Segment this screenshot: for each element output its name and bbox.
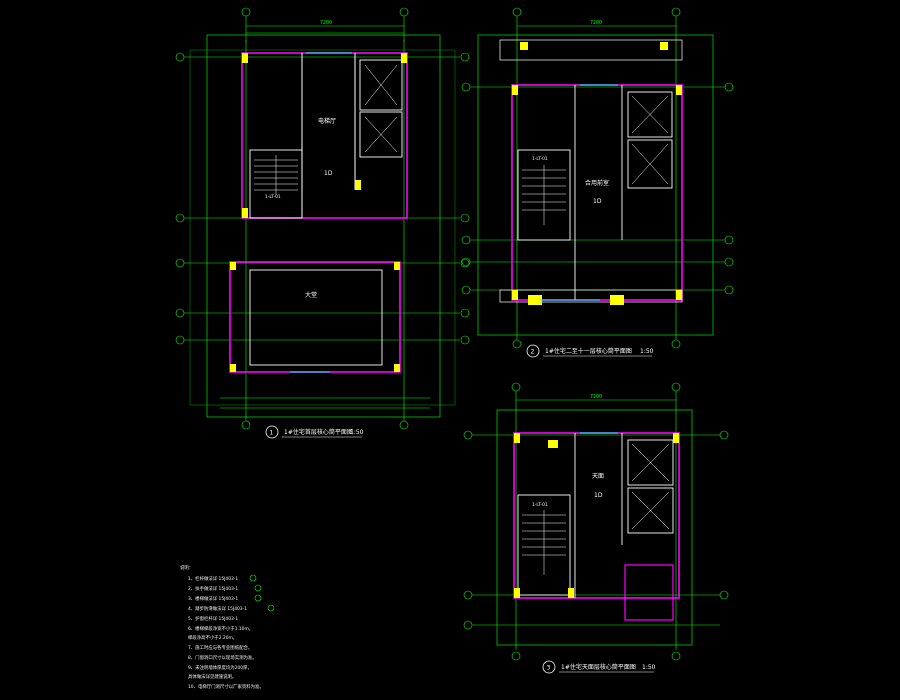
plan2-windows	[540, 84, 618, 301]
plan2-room-corridor: 合用前室	[585, 179, 609, 187]
plan1-title: 1#住宅首层核心筒平面图	[284, 428, 353, 436]
plan2-scale: 1:50	[640, 348, 654, 355]
plan3-title: 1#住宅天面层核心筒平面图	[561, 663, 636, 671]
plan3-number-circle	[542, 660, 556, 674]
plan1-bottom-axes	[220, 40, 430, 430]
plan1-elevators	[364, 64, 398, 153]
plan1-scale: 1:50	[350, 429, 364, 436]
plan1-dim-frame	[206, 34, 441, 418]
plan2-room-number: 1D	[593, 198, 602, 205]
plan3-elevators	[631, 443, 670, 530]
plan3-scale: 1:50	[642, 664, 656, 671]
note-item: 1、栏杆做法详 15J403-1	[188, 575, 238, 582]
plan2-title-block: 2 1#住宅二至十一层核心筒平面图 1:50	[526, 344, 654, 358]
plan3-room-roof: 天面	[592, 473, 604, 480]
plan1-room-lobby: 大堂	[305, 291, 317, 299]
plan3-columns	[514, 433, 679, 598]
plan1-number-circle	[265, 425, 279, 439]
plan-1: 7200	[175, 7, 470, 439]
note-item: 6、楼梯梯段净宽不小于1.10m，	[188, 625, 253, 632]
plan1-number: 1	[270, 430, 274, 437]
plan2-title: 1#住宅二至十一层核心筒平面图	[545, 347, 632, 355]
plan3-stair	[522, 510, 566, 575]
plan2-top-dimension: 7200	[590, 20, 602, 26]
plan1-top-axes	[241, 7, 409, 42]
note-item: 5、护窗栏杆详 15J403-1	[188, 615, 238, 622]
note-item: 9、未注明墙体厚度均为200厚，	[188, 664, 252, 671]
note-item: 2、扶手做法详 15J403-1	[188, 585, 238, 592]
note-item: 梯段净高不小于2.20m。	[188, 634, 237, 641]
plan3-top-dimension: 7200	[590, 394, 602, 400]
note-item: 7、施工时应与各专业图纸配合。	[188, 644, 252, 651]
plan1-top-dimension: 7200	[320, 20, 332, 26]
plan1-columns	[230, 53, 407, 372]
plan1-windows	[290, 52, 352, 373]
notes-heading: 说明：	[180, 564, 193, 571]
plan3-title-block: 3 1#住宅天面层核心筒平面图 1:50	[542, 660, 656, 674]
plan3-number: 3	[547, 665, 551, 672]
plan2-number: 2	[531, 349, 535, 356]
plan3-dim-frame	[496, 409, 693, 646]
plan1-room-elevator-hall: 电梯厅	[318, 117, 336, 125]
plan-2: 7200 合	[461, 7, 734, 358]
note-item: 8、门窗洞口尺寸以现场实测为准。	[188, 654, 257, 661]
note-item: 10、电梯厅门洞尺寸以厂家资料为准。	[188, 683, 264, 690]
note-item: 具体做法详见建施说明。	[188, 673, 236, 680]
general-notes: 说明： 1、栏杆做法详 15J403-1 2、扶手做法详 15J403-1 3、…	[180, 564, 275, 690]
note-item: 4、踏步防滑做法详 15J403-1	[188, 605, 247, 612]
plan1-stair-tag: 1-LT-01	[265, 194, 281, 200]
plan3-room-number: 1D	[594, 492, 603, 499]
plan2-columns	[512, 42, 682, 305]
plan2-stair	[522, 165, 566, 225]
plan1-room-number: 1D	[324, 170, 333, 177]
note-symbols	[249, 574, 275, 612]
plan1-stair	[254, 155, 298, 195]
plan1-dim-frame-outer	[189, 49, 456, 406]
plan2-dim-frame	[477, 34, 714, 336]
plan2-elevators	[631, 95, 669, 185]
plan2-number-circle	[526, 344, 540, 358]
plan1-title-block: 1 1#住宅首层核心筒平面图 1:50	[265, 425, 364, 439]
plan2-stair-tag: 1-LT-01	[532, 156, 548, 162]
plan-3: 7200 天面 1D 1-LT-01	[463, 382, 729, 674]
note-item: 3、楼梯做法详 15J403-1	[188, 595, 238, 602]
plan3-stair-tag: 1-LT-01	[532, 502, 548, 508]
